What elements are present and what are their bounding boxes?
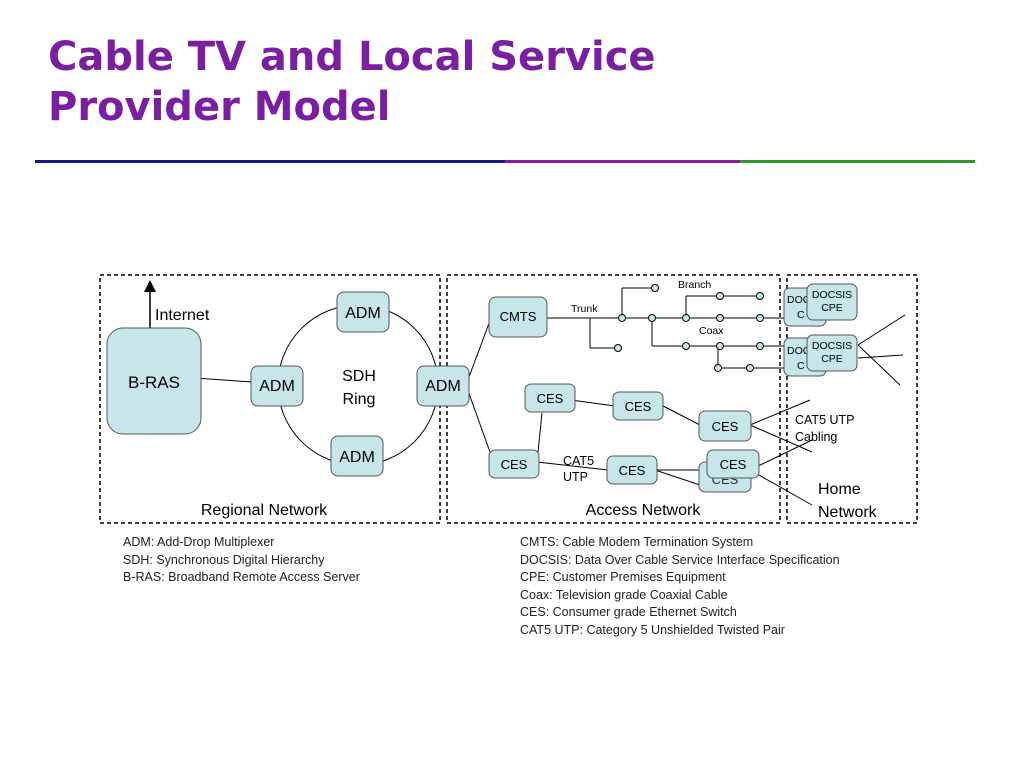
coax-tap (682, 314, 690, 322)
docsis-partial-label: DOC (787, 345, 811, 357)
cpe-label: CPE (821, 302, 843, 314)
legend-item-ces: CES: Consumer grade Ethernet Switch (520, 605, 737, 619)
legend-item-cpe: CPE: Customer Premises Equipment (520, 570, 726, 584)
legend-item-cat5: CAT5 UTP: Category 5 Unshielded Twisted … (520, 622, 785, 637)
ces-label: CES (501, 457, 528, 472)
coax-taps (614, 284, 764, 372)
ces-node (606, 455, 658, 485)
network-label: Network (818, 504, 878, 521)
coax-tap (714, 364, 722, 372)
underline-green-segment (740, 160, 975, 163)
adm-label: ADM (345, 305, 381, 322)
docsis-label: DOCSIS (812, 340, 852, 352)
coax-label: Coax (699, 325, 724, 337)
bras-label: B-RAS (128, 373, 180, 392)
adm-node-left (250, 365, 304, 407)
regional-network-label: Regional Network (201, 502, 328, 519)
underline-purple-segment (505, 160, 740, 163)
legend-item-sdh: SDH: Synchronous Digital Hierarchy (123, 552, 325, 567)
docsis-cpe-front (806, 334, 858, 372)
internet-label: Internet (155, 307, 210, 324)
docsis-partial-label: DOC (787, 294, 811, 306)
coax-tap (756, 314, 764, 322)
legend-right: CMTS: Cable Modem Termination System DOC… (520, 534, 840, 639)
coax-tap (651, 284, 659, 292)
ces-label: CES (712, 419, 739, 434)
adm-label: ADM (259, 378, 295, 395)
underline-blue-segment (35, 160, 505, 163)
branch-label: Branch (678, 279, 711, 291)
sdh-label: SDH (342, 368, 376, 385)
ces-label: CES (625, 399, 652, 414)
ces-node (488, 449, 540, 479)
cmts-node (488, 296, 548, 338)
connection-lines (194, 314, 906, 506)
coax-tap (716, 342, 724, 350)
slide-title-line1: Cable TV and Local Service (48, 34, 656, 80)
legend-item-bras: B-RAS: Broadband Remote Access Server (123, 570, 360, 584)
adm-node-right (416, 365, 470, 407)
title-underline (35, 160, 975, 163)
docsis-partial-label: C (797, 360, 805, 372)
coax-tap (746, 364, 754, 372)
coax-tap (716, 314, 724, 322)
legend-item-adm: ADM: Add-Drop Multiplexer (123, 535, 275, 549)
coax-tap (682, 342, 690, 350)
adm-label: ADM (339, 449, 375, 466)
adm-node-bottom (330, 435, 384, 477)
cabling-label: Cabling (795, 430, 837, 444)
cat5-label: CAT5 (563, 454, 594, 468)
coax-tap (618, 314, 626, 322)
adm-node-top (336, 291, 390, 333)
adm-label: ADM (425, 378, 461, 395)
ces-label: CES (619, 463, 646, 478)
legend-item-docsis: DOCSIS: Data Over Cable Service Interfac… (520, 552, 840, 567)
ces-node (612, 391, 664, 421)
ces-node (524, 383, 576, 413)
home-label: Home (818, 481, 861, 498)
legend-item-coax: Coax: Television grade Coaxial Cable (520, 587, 728, 602)
trunk-label: Trunk (571, 303, 598, 315)
coax-tap (648, 314, 656, 322)
coax-tap (614, 344, 622, 352)
cmts-label: CMTS (500, 309, 537, 324)
cat5-utp-cabling-label: CAT5 UTP (795, 413, 855, 427)
ces-label: CES (720, 457, 747, 472)
access-network-label: Access Network (586, 502, 702, 519)
cpe-label: CPE (821, 353, 843, 365)
legend-item-cmts: CMTS: Cable Modem Termination System (520, 535, 754, 549)
coax-tree (545, 287, 800, 369)
home-network-region (786, 274, 918, 524)
bras-node (106, 327, 202, 435)
ring-label: Ring (343, 391, 376, 408)
ces-node (698, 410, 752, 442)
legend-left: ADM: Add-Drop Multiplexer SDH: Synchrono… (123, 534, 360, 587)
docsis-cpe-front (806, 283, 858, 321)
ces-node-front (706, 449, 760, 479)
docsis-label: DOCSIS (812, 289, 852, 301)
slide-title: Cable TV and Local Service Provider Mode… (48, 32, 656, 132)
docsis-partial-label: C (797, 309, 805, 321)
ces-label: CES (537, 391, 564, 406)
slide-title-line2: Provider Model (48, 84, 391, 130)
coax-tap (716, 292, 724, 300)
coax-tap (756, 292, 764, 300)
coax-tap (756, 342, 764, 350)
utp-label: UTP (563, 470, 588, 484)
